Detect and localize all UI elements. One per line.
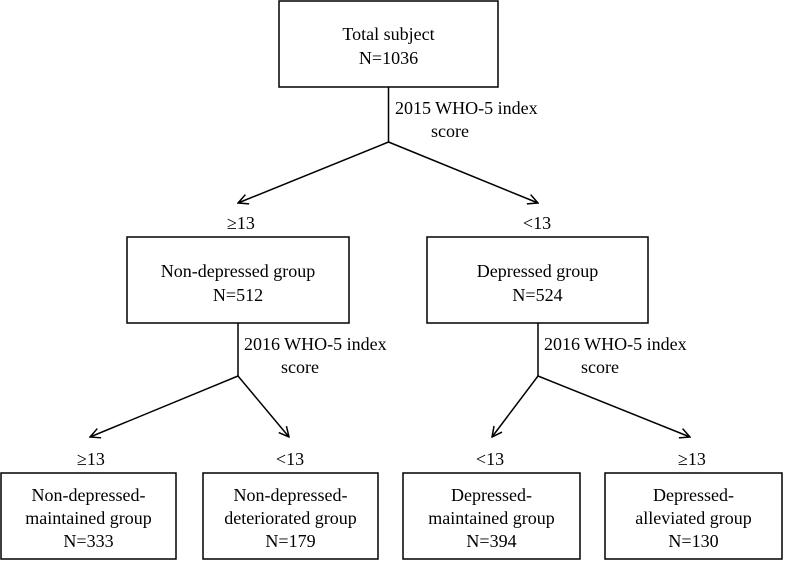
node-non-depressed-maintained: Non-depressed- maintained group N=333: [0, 472, 177, 560]
criterion-2016-left-line1: 2016 WHO-5 index: [244, 334, 387, 354]
node-depressed-maintained-line2: maintained group: [428, 508, 554, 528]
node-non-depressed-maintained-line2: maintained group: [25, 508, 151, 528]
criterion-2015-line2: score: [431, 121, 469, 141]
arrow-to-non-depressed-deteriorated: [237, 375, 289, 437]
node-non-depressed-group-count: N=512: [213, 285, 263, 305]
node-non-depressed-deteriorated-line2: deteriorated group: [224, 508, 356, 528]
threshold-depressed-alleviated: ≥13: [678, 449, 706, 469]
criterion-2016-right-line2: score: [581, 357, 619, 377]
node-non-depressed-deteriorated-line1: Non-depressed-: [234, 485, 348, 505]
threshold-non-depressed-deteriorated: <13: [276, 449, 304, 469]
node-non-depressed-maintained-line1: Non-depressed-: [32, 485, 146, 505]
node-non-depressed-maintained-count: N=333: [63, 531, 113, 551]
node-depressed-group-title: Depressed group: [477, 261, 598, 281]
arrow-to-non-depressed-maintained: [90, 375, 239, 437]
node-total-subject-count: N=1036: [359, 48, 418, 68]
node-depressed-alleviated-line1: Depressed-: [653, 485, 734, 505]
arrow-to-non-depressed: [238, 141, 389, 203]
node-non-depressed-group-title: Non-depressed group: [161, 261, 315, 281]
threshold-non-depressed-maintained: ≥13: [77, 449, 105, 469]
node-total-subject: Total subject N=1036: [278, 0, 499, 88]
criterion-2016-left-line2: score: [281, 357, 319, 377]
node-depressed-group: Depressed group N=524: [426, 236, 649, 324]
threshold-non-depressed: ≥13: [227, 213, 255, 233]
node-non-depressed-deteriorated-count: N=179: [265, 531, 315, 551]
node-depressed-maintained-count: N=394: [466, 531, 516, 551]
node-non-depressed-group: Non-depressed group N=512: [126, 236, 350, 324]
arrow-to-depressed-maintained: [492, 375, 539, 437]
node-depressed-alleviated-line2: alleviated group: [635, 508, 751, 528]
node-depressed-alleviated-count: N=130: [668, 531, 718, 551]
node-total-subject-title: Total subject: [342, 24, 434, 44]
node-depressed-maintained: Depressed- maintained group N=394: [402, 472, 581, 560]
arrow-to-depressed-alleviated: [537, 375, 690, 437]
arrow-to-depressed: [388, 141, 539, 203]
node-non-depressed-deteriorated: Non-depressed- deteriorated group N=179: [202, 472, 379, 560]
node-depressed-group-count: N=524: [512, 285, 562, 305]
criterion-2015-line1: 2015 WHO-5 index: [395, 98, 538, 118]
threshold-depressed: <13: [523, 213, 551, 233]
node-depressed-alleviated: Depressed- alleviated group N=130: [604, 472, 783, 560]
threshold-depressed-maintained: <13: [476, 449, 504, 469]
criterion-2016-right-line1: 2016 WHO-5 index: [544, 334, 687, 354]
node-depressed-maintained-line1: Depressed-: [451, 485, 532, 505]
